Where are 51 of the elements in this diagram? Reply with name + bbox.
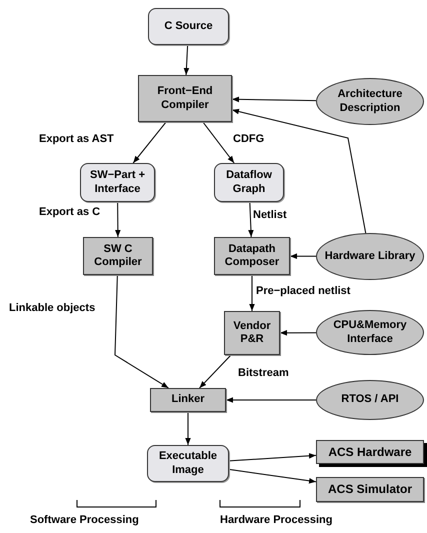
process-box — [316, 477, 424, 502]
arrow — [202, 122, 235, 164]
node-label: CPU&Memory Interface — [332, 319, 408, 346]
arrow — [132, 122, 167, 164]
node-label: Front−End Compiler — [156, 85, 214, 112]
arrow — [228, 468, 316, 484]
arrow — [280, 330, 316, 336]
node-label: C Source — [164, 20, 213, 34]
rounded-box — [80, 163, 155, 202]
node-label: Hardware Library — [324, 250, 416, 264]
edge-label: Bitstream — [237, 368, 290, 379]
process-box — [138, 75, 232, 122]
edge-label: Export as C — [38, 207, 102, 218]
edge-label: CDFG — [232, 134, 266, 145]
edge-label: Pre−placed netlist — [255, 286, 352, 297]
arrow — [290, 253, 316, 260]
process-box — [224, 311, 280, 355]
rounded-box — [214, 163, 284, 202]
node-label: ACS Hardware — [328, 444, 412, 460]
arrow — [199, 354, 232, 388]
arrow — [248, 202, 254, 238]
node-label: Executable Image — [158, 450, 218, 477]
arrow — [249, 274, 255, 312]
group-label: Software Processing — [30, 515, 139, 526]
node-label: Linker — [171, 393, 204, 407]
edge-label: Linkable objects — [8, 303, 96, 314]
arrow — [232, 108, 366, 234]
node-label: SW−Part + Interface — [88, 169, 146, 196]
process-box — [214, 237, 290, 275]
arrow — [232, 96, 316, 102]
node-label: RTOS / API — [341, 393, 399, 407]
edge-label: Netlist — [252, 210, 288, 221]
node-label: Vendor P&R — [232, 320, 272, 346]
arrow — [115, 202, 121, 238]
edge-label: Export as AST — [38, 134, 115, 145]
node-label: Dataflow Graph — [225, 169, 273, 196]
node-label: ACS Simulator — [328, 482, 412, 497]
arrow — [228, 453, 316, 462]
arrow — [226, 397, 316, 403]
rounded-box — [148, 8, 229, 45]
arrow — [184, 44, 190, 76]
group-label: Hardware Processing — [220, 515, 332, 526]
node-label: SW C Compiler — [93, 242, 143, 270]
process-box — [150, 388, 226, 412]
arrow — [185, 412, 191, 446]
rounded-box — [147, 445, 229, 482]
arrow — [114, 274, 169, 388]
process-box — [83, 237, 153, 275]
node-label: Architecture Description — [336, 88, 404, 115]
node-label: Datapath Composer — [224, 242, 280, 270]
process-box — [316, 440, 424, 464]
